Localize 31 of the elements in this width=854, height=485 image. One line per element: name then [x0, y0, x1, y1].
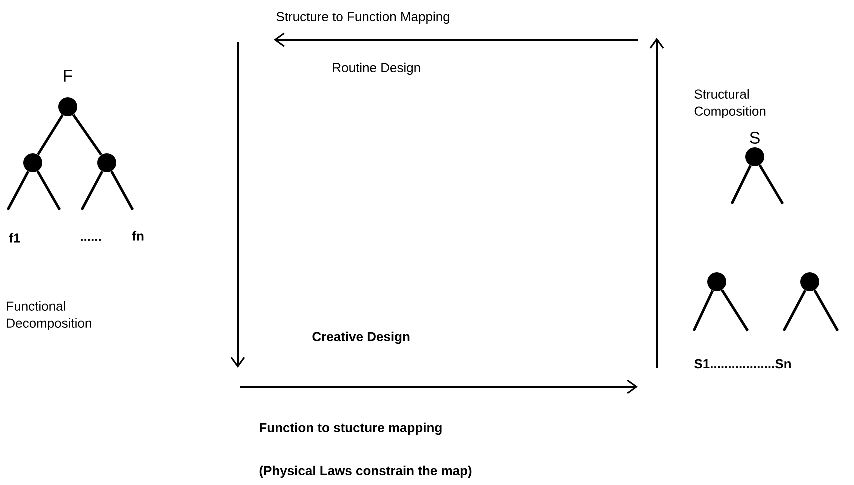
text-label: S1..................Sn — [694, 359, 791, 369]
tree-branch — [6, 170, 30, 211]
tree-node — [800, 272, 820, 292]
text-label: Function to stucture mapping — [260, 422, 442, 436]
text-label: (Physical Laws constrain the map) — [260, 466, 472, 478]
text-label: Structural Composition — [694, 89, 766, 119]
tree-branch — [80, 170, 104, 211]
tree-branch — [110, 170, 134, 211]
tree-branch — [758, 164, 784, 205]
tree-node — [98, 154, 116, 172]
tree-branch — [36, 170, 62, 211]
text-label: Routine Design — [333, 62, 420, 76]
text-label: f1 — [9, 233, 20, 243]
tree-node — [24, 154, 42, 172]
text-label: fn — [132, 231, 144, 241]
node-label: S — [750, 132, 760, 144]
node-label: F — [64, 70, 73, 82]
tree-branch — [72, 114, 103, 156]
tree-branch — [814, 290, 840, 332]
tree-node — [708, 272, 726, 292]
text-label: Creative Design — [312, 332, 410, 344]
text-label: Structure to Function Mapping — [276, 12, 450, 24]
tree-node — [58, 98, 78, 116]
tree-branch — [692, 290, 714, 332]
tree-node — [746, 148, 764, 166]
tree-branch — [37, 114, 64, 156]
tree-branch — [730, 165, 752, 205]
text-label: ...... — [81, 239, 101, 241]
tree-branch — [721, 290, 750, 332]
text-label: Functional Decomposition — [7, 301, 92, 331]
tree-branch — [782, 290, 807, 332]
